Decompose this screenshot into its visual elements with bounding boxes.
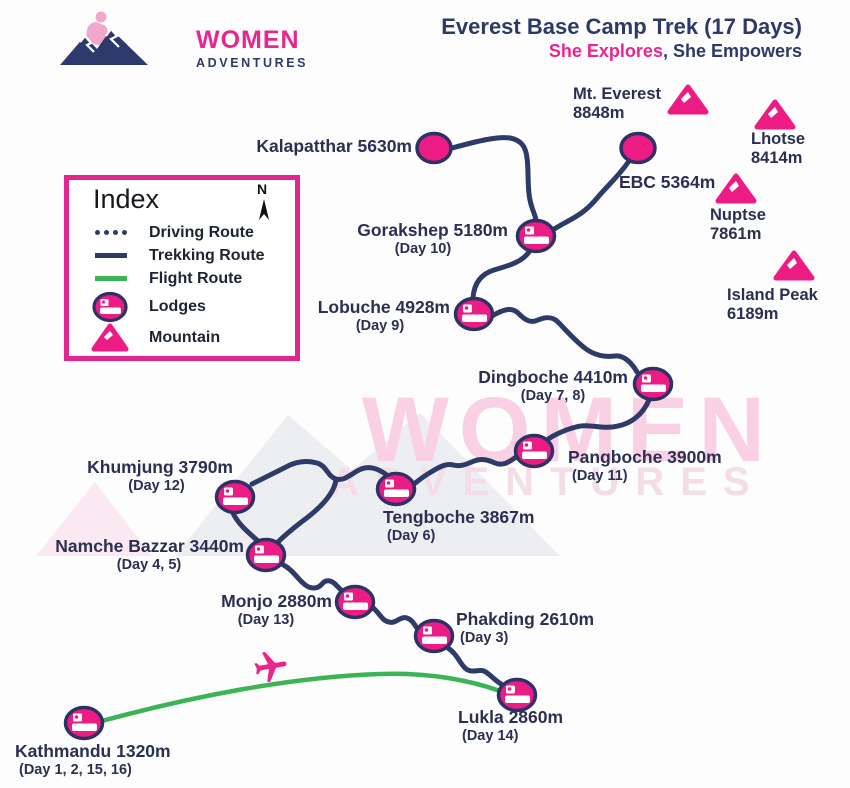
peak-name: Nuptse [710, 206, 766, 224]
kalapatthar-marker [415, 131, 453, 165]
label-dingboche: Dingboche 4410m (Day 7, 8) [478, 367, 628, 406]
driving-route-swatch [95, 230, 127, 235]
index-legend: Index N Driving Route Trekking Route Fli… [64, 175, 300, 361]
stop-name: Khumjung 3790m [87, 457, 233, 477]
lodge-marker-gorakshep [515, 218, 557, 254]
flight-route [99, 671, 503, 724]
stop-name: Namche Bazzar 3440m [55, 536, 244, 556]
lodge-legend-icon [92, 291, 128, 323]
north-arrow-icon [259, 199, 269, 220]
label-pangboche: Pangboche 3900m (Day 11) [568, 447, 722, 486]
mountain-icon-island-peak [773, 250, 815, 281]
lodge-marker-khumjung [214, 479, 256, 515]
label-lhotse: Lhotse 8414m [751, 130, 805, 168]
lodge-marker-kathmandu [63, 705, 105, 741]
stop-days: (Day 7, 8) [520, 388, 586, 405]
stop-name: Dingboche 4410m [478, 367, 628, 387]
compass-north-label: N [257, 181, 268, 197]
label-phakding: Phakding 2610m (Day 3) [456, 609, 594, 648]
label-khumjung: Khumjung 3790m (Day 12) [80, 457, 233, 496]
peak-elevation: 8414m [751, 148, 803, 167]
stop-days: (Day 1, 2, 15, 16) [19, 762, 132, 779]
stop-name: Gorakshep 5180m [357, 220, 508, 240]
peak-name: Mt. Everest [573, 85, 662, 103]
landmark-name: EBC 5364m [619, 172, 716, 192]
tagline: She Explores, She Empowers [380, 40, 802, 63]
flight-route-swatch [95, 276, 127, 281]
logo-word-adventures: ADVENTURES [196, 56, 309, 70]
label-ebc: EBC 5364m [619, 172, 715, 192]
peak-elevation: 8848m [573, 103, 625, 122]
stop-name: Lobuche 4928m [317, 297, 450, 317]
lodge-marker-lukla [496, 677, 538, 713]
stop-days: (Day 9) [355, 318, 405, 335]
legend-item-driving: Driving Route [149, 224, 254, 241]
label-gorakshep: Gorakshep 5180m (Day 10) [338, 220, 508, 259]
lodge-marker-pangboche [513, 433, 555, 469]
legend-item-trekking: Trekking Route [149, 247, 265, 264]
peak-name: Lhotse [751, 130, 806, 148]
label-island-peak: Island Peak 6189m [727, 286, 818, 324]
lodge-marker-dingboche [632, 366, 674, 402]
stop-name: Lukla 2860m [458, 707, 564, 727]
label-tengboche: Tengboche 3867m (Day 6) [383, 507, 534, 546]
stop-days: (Day 3) [460, 630, 509, 647]
stop-name: Tengboche 3867m [383, 507, 535, 527]
stop-name: Pangboche 3900m [568, 447, 722, 467]
stop-days: (Day 4, 5) [116, 557, 182, 574]
logo-wordmark: WOMEN ADVENTURES [196, 28, 308, 70]
stop-name: Phakding 2610m [456, 609, 595, 629]
mountain-icon-lhotse [754, 99, 796, 130]
stop-name: Kathmandu 1320m [15, 741, 171, 761]
page-title: Everest Base Camp Trek (17 Days) [441, 14, 802, 39]
trekking-route [230, 135, 652, 687]
tagline-pink: She Explores [548, 41, 663, 62]
legend-item-flight: Flight Route [149, 270, 243, 287]
peak-elevation: 7861m [710, 224, 762, 243]
stop-days: (Day 11) [572, 468, 628, 485]
label-namche: Namche Bazzar 3440m (Day 4, 5) [54, 536, 244, 575]
stop-days: (Day 12) [128, 478, 185, 495]
mountain-icon-everest [667, 84, 709, 115]
logo-mountain-hiker-icon [60, 11, 148, 65]
legend-title: Index [93, 184, 160, 214]
trekking-route-swatch [95, 253, 127, 258]
mountain-icon-nuptse [715, 173, 757, 204]
label-kathmandu: Kathmandu 1320m (Day 1, 2, 15, 16) [15, 741, 171, 780]
stop-days: (Day 13) [237, 612, 295, 629]
stop-days: (Day 6) [387, 528, 436, 545]
logo-word-women: WOMEN [196, 26, 300, 54]
peak-elevation: 6189m [727, 304, 779, 323]
mountain-legend-icon [91, 323, 129, 352]
label-everest: Mt. Everest 8848m [573, 85, 661, 123]
lodge-marker-tengboche [375, 471, 417, 507]
lodge-marker-namche [245, 537, 287, 573]
legend-item-mountain: Mountain [149, 329, 221, 346]
stop-days: (Day 10) [394, 241, 452, 258]
ebc-marker [619, 131, 657, 165]
airplane-icon [254, 651, 287, 683]
stop-name: Monjo 2880m [221, 591, 332, 611]
label-lobuche: Lobuche 4928m (Day 9) [310, 297, 450, 336]
lodge-marker-phakding [413, 618, 455, 654]
legend-item-lodges: Lodges [149, 298, 206, 315]
lodge-marker-lobuche [453, 296, 495, 332]
lodge-marker-monjo [334, 584, 376, 620]
label-lukla: Lukla 2860m (Day 14) [458, 707, 563, 746]
peak-name: Island Peak [727, 286, 818, 304]
stop-days: (Day 14) [462, 728, 519, 745]
map-header: Everest Base Camp Trek (17 Days) She Exp… [380, 14, 802, 64]
label-kalapatthar: Kalapatthar 5630m [238, 136, 412, 156]
landmark-name: Kalapatthar 5630m [256, 136, 412, 156]
brand-logo: WOMEN ADVENTURES [58, 8, 306, 74]
label-nuptse: Nuptse 7861m [710, 206, 766, 244]
label-monjo: Monjo 2880m (Day 13) [200, 591, 332, 630]
tagline-navy: , She Empowers [662, 41, 802, 62]
